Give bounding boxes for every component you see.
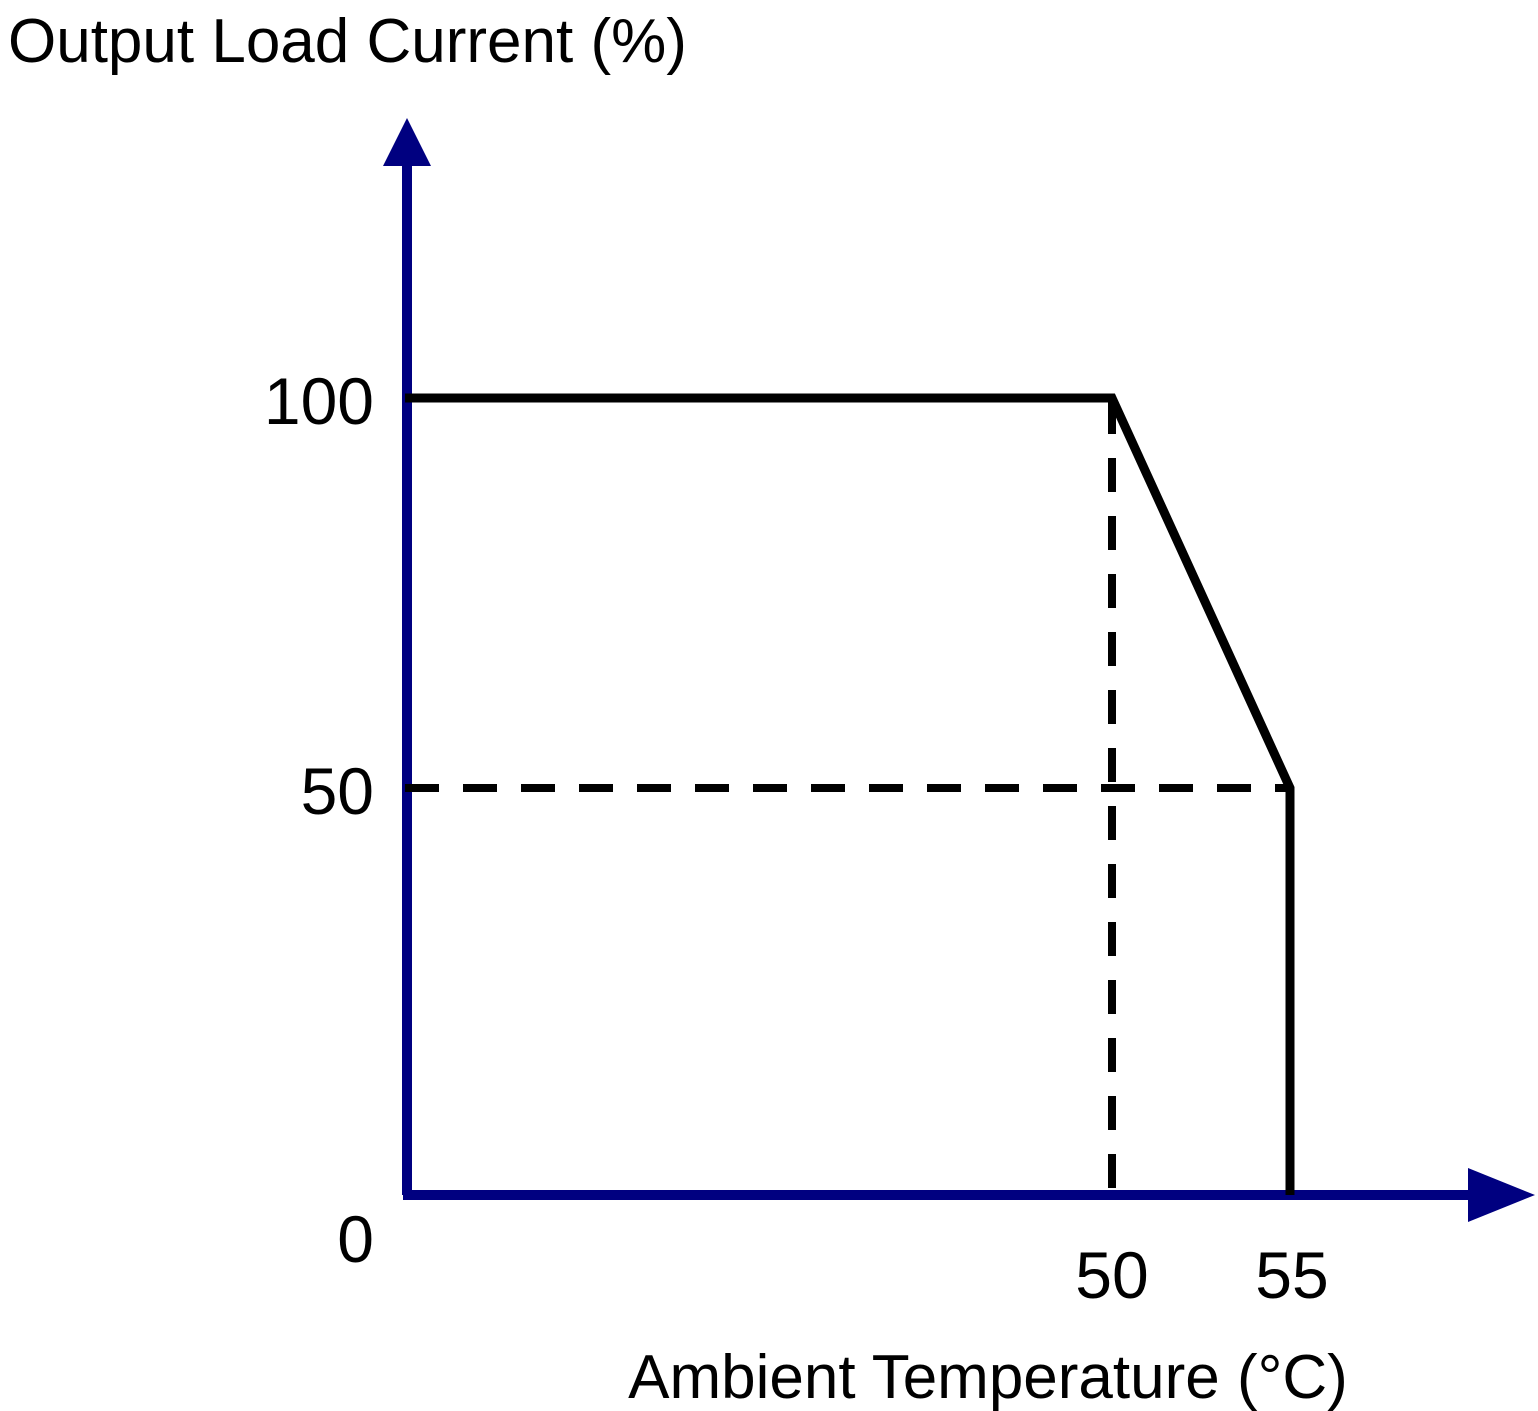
y-tick-label-50: 50 bbox=[301, 754, 374, 828]
x-tick-label-55: 55 bbox=[1255, 1238, 1328, 1312]
derating-curve bbox=[405, 393, 1295, 1195]
axis-lines bbox=[383, 118, 1535, 1222]
y-tick-label-0: 0 bbox=[337, 1202, 374, 1276]
x-axis-title: Ambient Temperature (°C) bbox=[628, 1343, 1348, 1411]
x-axis-arrow-icon bbox=[1468, 1168, 1535, 1222]
y-axis-title: Output Load Current (%) bbox=[8, 7, 687, 76]
y-tick-label-100: 100 bbox=[264, 364, 374, 438]
guide-lines bbox=[405, 400, 1292, 1192]
y-axis-arrow-icon bbox=[383, 118, 431, 166]
x-tick-label-50: 50 bbox=[1075, 1238, 1148, 1312]
